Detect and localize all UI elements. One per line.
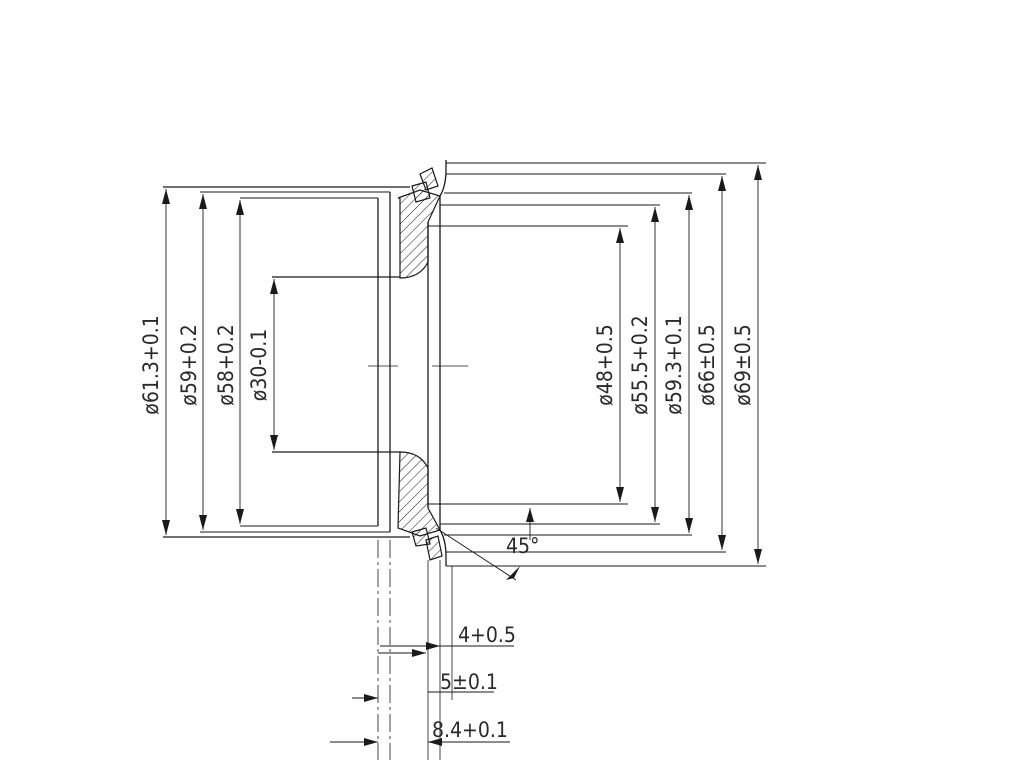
label-d69: ø69±0.5 — [731, 324, 755, 405]
label-d59-3: ø59.3+0.1 — [662, 315, 686, 414]
right-dimension-lines — [616, 165, 762, 564]
label-d66: ø66±0.5 — [695, 324, 719, 405]
flange-section-bottom — [397, 451, 443, 561]
label-d61-3: ø61.3+0.1 — [139, 315, 163, 414]
label-d58: ø58+0.2 — [214, 324, 238, 405]
right-flange-outline — [427, 160, 766, 567]
label-axial-8-4: 8.4+0.1 — [432, 718, 508, 742]
chamfer-leader — [435, 508, 534, 581]
right-diameter-labels: ø48+0.5 ø55.5+0.2 ø59.3+0.1 ø66±0.5 ø69±… — [593, 315, 755, 414]
axial-dimension-lines — [330, 642, 514, 746]
flange-section-top — [397, 167, 441, 279]
label-d59: ø59+0.2 — [177, 324, 201, 405]
center-lines — [368, 365, 468, 760]
left-diameter-labels: ø61.3+0.1 ø59+0.2 ø58+0.2 ø30-0.1 — [139, 315, 271, 414]
label-axial-5: 5±0.1 — [440, 670, 498, 694]
label-axial-4: 4+0.5 — [458, 623, 516, 647]
left-body-outline — [163, 186, 410, 538]
label-d48: ø48+0.5 — [593, 324, 617, 405]
left-dimension-lines — [162, 189, 278, 535]
label-d55-5: ø55.5+0.2 — [628, 315, 652, 414]
axial-labels: 4+0.5 5±0.1 8.4+0.1 — [432, 623, 516, 742]
label-d30: ø30-0.1 — [247, 329, 271, 401]
label-angle: 45° — [506, 534, 539, 558]
